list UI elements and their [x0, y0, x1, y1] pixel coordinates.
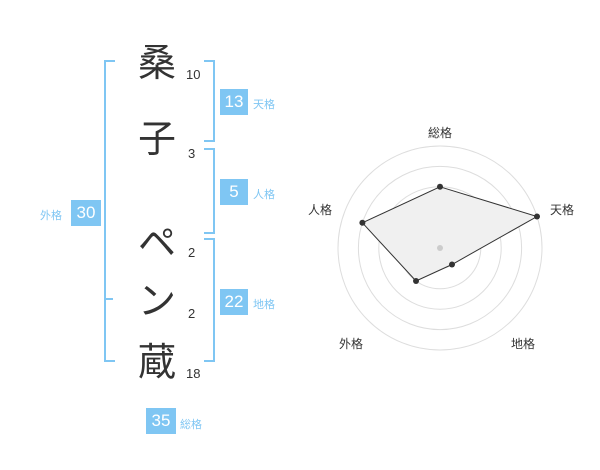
- stroke-count-5: 18: [186, 366, 201, 381]
- gaikaku-label: 外格: [40, 209, 62, 222]
- outer-bracket: [104, 60, 115, 362]
- chikaku-label: 地格: [253, 298, 275, 311]
- radar-point-4: [413, 278, 420, 285]
- soukaku-value: 35: [146, 408, 176, 434]
- radar-point-1: [437, 183, 443, 190]
- radar-point-2: [534, 213, 541, 220]
- tenkaku-label: 天格: [253, 98, 275, 111]
- radar-label-chikaku: 地格: [510, 337, 535, 351]
- jinkaku-bracket: [204, 148, 215, 234]
- radar-label-jinkaku: 人格: [307, 203, 332, 217]
- name-char-2: 子: [137, 117, 176, 161]
- stroke-count-2: 3: [188, 146, 196, 161]
- radar-label-soukaku: 総格: [427, 126, 452, 140]
- name-char-4: ン: [137, 279, 176, 323]
- radar-point-5: [359, 219, 366, 226]
- tenkaku-value: 13: [220, 89, 248, 115]
- radar-label-tenkaku: 天格: [549, 203, 574, 217]
- outer-bracket-tick: [104, 298, 113, 300]
- radar-point-3: [448, 261, 455, 268]
- jinkaku-label: 人格: [253, 188, 275, 201]
- chikaku-value: 22: [220, 289, 248, 315]
- tenkaku-bracket: [204, 60, 215, 142]
- soukaku-label: 総格: [180, 418, 202, 431]
- gaikaku-value: 30: [71, 200, 101, 226]
- radar-ring-5: [337, 145, 543, 351]
- name-char-3: ペ: [137, 221, 176, 265]
- chikaku-bracket: [204, 238, 215, 362]
- stroke-count-3: 2: [188, 245, 196, 260]
- radar-center-dot: [437, 245, 443, 251]
- radar-label-gaikaku: 外格: [338, 337, 363, 351]
- stroke-count-4: 2: [188, 306, 196, 321]
- radar-polygon: [361, 186, 539, 282]
- name-char-1: 桑: [137, 41, 176, 85]
- stroke-count-1: 10: [186, 67, 201, 82]
- name-char-5: 蔵: [137, 340, 176, 384]
- jinkaku-value: 5: [220, 179, 248, 205]
- radar-ring-4: [357, 165, 523, 331]
